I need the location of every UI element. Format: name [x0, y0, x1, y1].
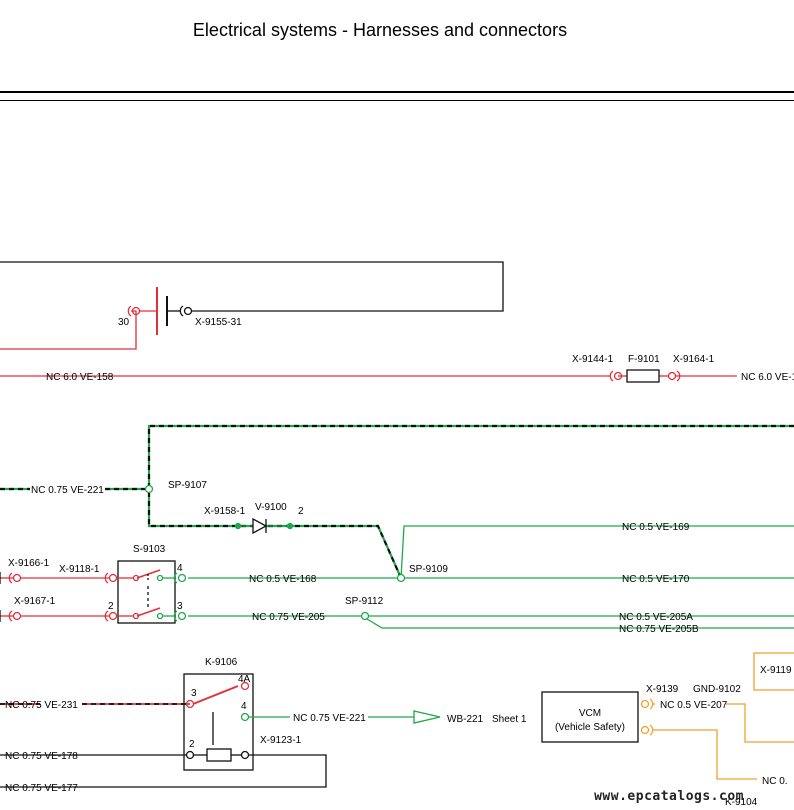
- diode-v9100: [234, 517, 294, 535]
- relay-k9106-contacts: [0, 681, 250, 762]
- label-wire-ve168: NC 0.5 VE-168: [249, 574, 317, 585]
- connector-x9144-1: [609, 370, 623, 382]
- connectors-s9103: [8, 572, 187, 622]
- label-s9103-pin-3: 3: [177, 601, 183, 612]
- page-title: Electrical systems - Harnesses and conne…: [192, 20, 568, 40]
- label-k9104: K-9104: [725, 797, 758, 808]
- wire-ve205: [188, 615, 794, 629]
- connector-pin-30: [127, 305, 141, 317]
- vcm-module-box: [541, 691, 639, 743]
- watermark-text: www.epcatalogs.com: [594, 789, 744, 804]
- label-s9103-pin-4: 4: [177, 563, 183, 574]
- label-wire-ve221-lower: NC 0.75 VE-221: [293, 713, 366, 724]
- label-x9119: X-9119: [760, 665, 792, 676]
- label-wire-ve178: NC 0.75 VE-178: [5, 751, 78, 762]
- battery-symbol: [140, 287, 180, 335]
- label-pin-30: 30: [118, 317, 130, 328]
- label-wire-ve205a: NC 0.5 VE-205A: [619, 612, 693, 623]
- label-k9106-pin-3: 3: [191, 688, 197, 699]
- wire-ve221-lower: [249, 710, 441, 724]
- label-x9139: X-9139: [646, 684, 679, 695]
- label-k9106-pin-2: 2: [189, 739, 195, 750]
- label-k9106-pin-4: 4: [241, 701, 247, 712]
- splice-sp9107: [144, 484, 154, 494]
- label-wire-ve177: NC 0.75 VE-177: [5, 783, 78, 794]
- header-rule-thick: [0, 91, 794, 93]
- label-x9118-1: X-9118-1: [59, 564, 100, 575]
- label-wire-ve207: NC 0.5 VE-207: [660, 700, 728, 711]
- label-s9103: S-9103: [133, 544, 166, 555]
- label-wire-ve221-upper: NC 0.75 VE-221: [31, 485, 104, 496]
- wire-ve169: [400, 525, 794, 579]
- label-s9103-pin-2: 2: [108, 601, 114, 612]
- connector-x9155-31: [179, 305, 193, 317]
- switch-s9103-body: [117, 560, 176, 624]
- connector-x9164-1: [667, 370, 681, 382]
- label-wire-ve231: NC 0.75 VE-231: [5, 700, 78, 711]
- label-x9155-31: X-9155-31: [195, 317, 242, 328]
- label-wire-ve205b: NC 0.75 VE-205B: [619, 624, 699, 635]
- label-x9164-1: X-9164-1: [673, 354, 715, 365]
- orange-wires: [652, 652, 794, 780]
- label-wire-ve170: NC 0.5 VE-170: [622, 574, 690, 585]
- label-k9106: K-9106: [205, 657, 238, 668]
- label-wb221: WB-221: [447, 714, 484, 725]
- label-sp9109: SP-9109: [409, 564, 448, 575]
- fuse-f9101-symbol: [626, 369, 660, 383]
- wires-s9103-inputs: [0, 572, 110, 622]
- label-wire-ve205: NC 0.75 VE-205: [252, 612, 325, 623]
- label-wire-nc-bottom: NC 0.: [762, 776, 788, 787]
- switch-s9103-contacts: [118, 569, 175, 620]
- label-x9144-1: X-9144-1: [572, 354, 614, 365]
- label-vcm-desc: (Vehicle Safety): [555, 722, 625, 733]
- label-v9100: V-9100: [255, 502, 287, 513]
- splice-sp9109: [396, 573, 406, 583]
- vcm-connectors: [640, 698, 654, 736]
- label-wire-ve169: NC 0.5 VE-169: [622, 522, 690, 533]
- splice-sp9112: [360, 611, 370, 621]
- label-x9167-1: X-9167-1: [14, 596, 56, 607]
- label-x9166-1: X-9166-1: [8, 558, 50, 569]
- label-gnd9102: GND-9102: [693, 684, 741, 695]
- relay-k9106-body: [183, 673, 254, 771]
- label-k9106-pin-4a: 4A: [238, 674, 251, 685]
- label-diode-pin-2: 2: [298, 506, 304, 517]
- label-x9158-1: X-9158-1: [204, 506, 246, 517]
- label-f9101: F-9101: [628, 354, 660, 365]
- battery-feed-wire: [0, 310, 137, 350]
- label-vcm-name: VCM: [579, 708, 601, 719]
- label-sheet-1: Sheet 1: [492, 714, 527, 725]
- label-sp9107: SP-9107: [168, 480, 207, 491]
- label-wire-ve158-right: NC 6.0 VE-1: [741, 372, 794, 383]
- label-sp9112: SP-9112: [345, 596, 384, 607]
- label-wire-ve158: NC 6.0 VE-158: [46, 372, 114, 383]
- battery-loop-wire: [0, 261, 504, 312]
- wires-relay-coil: [0, 754, 327, 788]
- header-rule-thin: [0, 100, 794, 101]
- shielded-bus: [147, 424, 794, 579]
- label-x9123-1: X-9123-1: [260, 735, 302, 746]
